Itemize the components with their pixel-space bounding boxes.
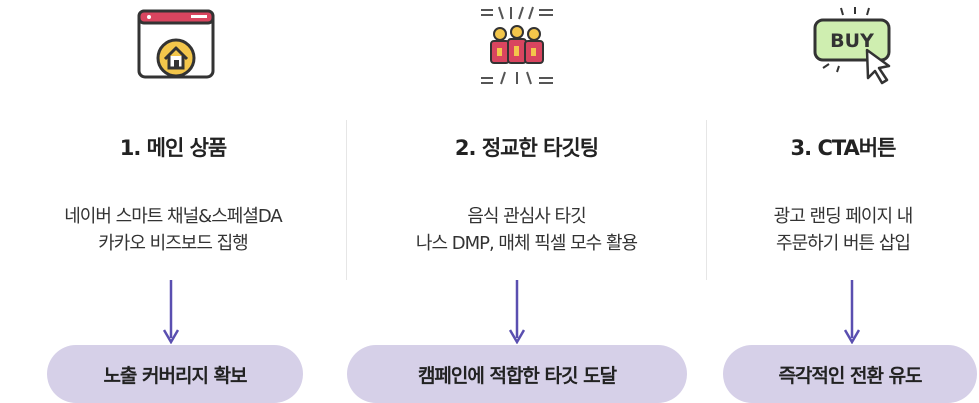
- result-badge: 즉각적인 전환 유도: [723, 345, 977, 403]
- step-column-3: BUY 3. CTA버튼 광고 랜딩 페이지 내 주문하기 버튼 삽입 즉각적인…: [707, 0, 979, 403]
- column-divider: [706, 120, 707, 280]
- buy-button-click-icon: BUY: [813, 7, 891, 85]
- step-description-line: 카카오 비즈보드 집행: [98, 233, 248, 254]
- step-description-line: 네이버 스마트 채널&스페셜DA: [64, 206, 283, 227]
- step-description-line: 나스 DMP, 매체 픽셀 모수 활용: [415, 233, 638, 254]
- result-badge: 캠페인에 적합한 타깃 도달: [347, 345, 687, 403]
- step-description-line: 음식 관심사 타깃: [467, 206, 586, 227]
- step-description: 광고 랜딩 페이지 내 주문하기 버튼 삽입: [707, 203, 979, 257]
- step-title: 3. CTA버튼: [790, 136, 897, 160]
- step-description-line: 광고 랜딩 페이지 내: [773, 206, 914, 227]
- step-title: 2. 정교한 타깃팅: [454, 136, 599, 160]
- step-description: 음식 관심사 타깃 나스 DMP, 매체 픽셀 모수 활용: [347, 203, 706, 257]
- down-arrow-icon: [163, 280, 179, 344]
- buy-icon-text: BUY: [830, 30, 874, 52]
- step-column-1: 1. 메인 상품 네이버 스마트 채널&스페셜DA 카카오 비즈보드 집행 노출…: [0, 0, 346, 403]
- column-divider: [346, 120, 347, 280]
- audience-targeting-icon: [481, 6, 553, 85]
- result-badge: 노출 커버리지 확보: [47, 345, 303, 403]
- step-column-2: 2. 정교한 타깃팅 음식 관심사 타깃 나스 DMP, 매체 픽셀 모수 활용…: [347, 0, 706, 403]
- step-title: 1. 메인 상품: [119, 136, 228, 160]
- step-description: 네이버 스마트 채널&스페셜DA 카카오 비즈보드 집행: [0, 203, 346, 257]
- step-description-line: 주문하기 버튼 삽입: [776, 233, 911, 254]
- result-badge-label: 즉각적인 전환 유도: [778, 364, 922, 387]
- result-badge-label: 노출 커버리지 확보: [103, 364, 247, 387]
- down-arrow-icon: [844, 280, 860, 344]
- browser-home-icon: [137, 9, 215, 79]
- result-badge-label: 캠페인에 적합한 타깃 도달: [417, 364, 617, 387]
- down-arrow-icon: [509, 280, 525, 344]
